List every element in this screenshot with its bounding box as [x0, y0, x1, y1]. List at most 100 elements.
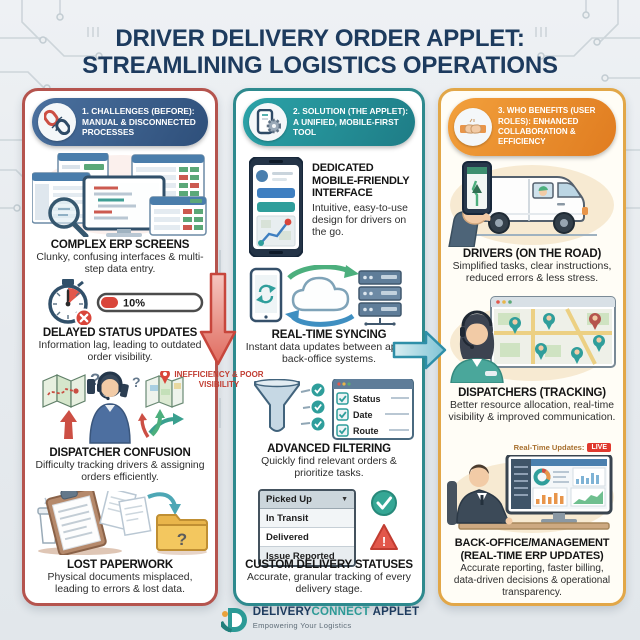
erp-body: Clunky, confusing interfaces & multi-ste… — [36, 252, 204, 276]
progress-label: 10% — [123, 298, 145, 310]
advanced-filtering-illustration: Status Date Route — [254, 379, 414, 440]
stopwatch-illustration: 10% — [48, 279, 204, 325]
backoffice-body: Accurate reporting, faster billing, data… — [453, 563, 611, 598]
dispatcher-tracking-illustration — [450, 296, 616, 383]
filtering-body: Quickly find relevant orders & prioritiz… — [261, 456, 397, 480]
status-option-delivered: Delivered — [260, 528, 354, 547]
statuses-body: Accurate, granular tracking of every del… — [246, 572, 412, 596]
footer-brand: DELIVERYCONNECT APPLET Empowering Your L… — [0, 606, 640, 634]
page-title-line2: STREAMLINING LOGISTICS OPERATIONS — [82, 51, 558, 79]
lost-paperwork-illustration: ? — [37, 491, 208, 555]
svg-text:?: ? — [132, 374, 141, 390]
clipboard-icon — [45, 491, 107, 555]
delays-body: Information lag, leading to outdated ord… — [38, 340, 202, 364]
dispatchers-caption: DISPATCHERS (TRACKING) Better resource a… — [448, 387, 616, 425]
mobile-caption: DEDICATED MOBILE-FRIENDLY INTERFACE Intu… — [312, 162, 416, 240]
delays-caption: DELAYED STATUS UPDATES Information lag, … — [32, 327, 208, 365]
erp-heading: COMPLEX ERP SCREENS — [50, 239, 190, 251]
realtime-sync-illustration — [249, 265, 402, 327]
dispatcher-agent-figure — [450, 310, 504, 383]
paperwork-heading: LOST PAPERWORK — [66, 559, 174, 571]
sync-caption: REAL-TIME SYNCING Instant data updates b… — [243, 329, 415, 367]
page-title-line1: DRIVER DELIVERY ORDER APPLET: — [115, 25, 525, 52]
manager-figure — [456, 464, 513, 525]
server-icon — [358, 270, 402, 326]
drivers-body: Simplified tasks, clear instructions, re… — [452, 261, 612, 285]
status-result-icons: ! — [370, 490, 398, 550]
sync-body: Instant data updates between app & back-… — [245, 342, 413, 366]
dispatcher-confusion-illustration: ? ? — [42, 371, 184, 444]
dispatchers-body: Better resource allocation, real-time vi… — [448, 400, 616, 424]
broken-chain-icon — [38, 103, 76, 141]
brand-tagline: Empowering Your Logistics — [252, 620, 352, 630]
erp-dashboard-monitor — [505, 455, 613, 523]
filter-panel: Status Date Route — [332, 379, 414, 440]
mobile-heading: DEDICATED MOBILE-FRIENDLY INTERFACE — [312, 162, 410, 200]
solution-header-pill: 2. SOLUTION (THE APPLET): A UNIFIED, MOB… — [243, 98, 415, 146]
driver-pin-icons — [509, 313, 605, 364]
success-check-icon — [371, 490, 397, 516]
error-badge-icon — [74, 308, 94, 325]
brand-logo-icon — [220, 608, 247, 633]
inefficiency-down-arrow — [199, 272, 237, 366]
delivery-van — [467, 176, 597, 236]
sync-heading: REAL-TIME SYNCING — [271, 329, 387, 341]
drivers-heading: DRIVERS (ON THE ROAD) — [462, 248, 602, 260]
dispatcher-figure — [87, 371, 131, 444]
mobile-app-illustration — [249, 157, 303, 257]
hand-with-phone — [448, 161, 492, 247]
live-badge: LIVE — [587, 443, 611, 452]
filtering-caption: ADVANCED FILTERING Quickly find relevant… — [243, 443, 415, 481]
mystery-folder-icon: ? — [156, 514, 208, 551]
paperwork-body: Physical documents misplaced, leading to… — [47, 572, 193, 596]
filter-option-route: Route — [353, 426, 379, 436]
mobile-body: Intuitive, easy-to-use design for driver… — [312, 202, 408, 239]
filtering-heading: ADVANCED FILTERING — [267, 443, 391, 455]
dispatcher-body: Difficulty tracking drivers & assigning … — [35, 460, 205, 484]
dispatcher-heading: DISPATCHER CONFUSION — [49, 447, 191, 459]
backoffice-illustration — [447, 455, 614, 533]
challenges-header-pill: 1. CHALLENGES (BEFORE): MANUAL & DISCONN… — [32, 98, 208, 146]
erp-screens-illustration — [32, 153, 207, 237]
brand-name: DELIVERYCONNECT APPLET — [252, 606, 420, 618]
solution-header-label: 2. SOLUTION (THE APPLET): A UNIFIED, MOB… — [293, 105, 409, 138]
backoffice-heading: BACK-OFFICE/MANAGEMENT (REAL-TIME ERP UP… — [454, 537, 610, 562]
svg-text:?: ? — [177, 530, 187, 549]
svg-text:!: ! — [382, 534, 386, 549]
status-dropdown: Picked Up ▼ In Transit Delivered Issue R… — [258, 489, 356, 567]
svg-text:?: ? — [90, 371, 100, 389]
live-updates-label: Real-Time Updates: — [513, 443, 585, 452]
funnel-icon — [254, 379, 300, 432]
check-bullet-icons — [311, 383, 325, 431]
statuses-caption: CUSTOM DELIVERY STATUSES Accurate, granu… — [243, 559, 415, 597]
paperwork-caption: LOST PAPERWORK Physical documents mispla… — [32, 559, 208, 597]
magnifier-icon — [48, 197, 89, 237]
warning-triangle-icon: ! — [370, 524, 398, 550]
challenges-header-label: 1. CHALLENGES (BEFORE): MANUAL & DISCONN… — [82, 105, 196, 138]
status-option-issue-reported: Issue Reported — [260, 547, 354, 565]
driver-van-illustration — [448, 161, 614, 247]
live-updates-row: Real-Time Updates: LIVE — [514, 443, 611, 452]
backoffice-caption: BACK-OFFICE/MANAGEMENT (REAL-TIME ERP UP… — [448, 537, 616, 599]
tracking-map-window — [490, 296, 616, 368]
erp-caption: COMPLEX ERP SCREENS Clunky, confusing in… — [32, 239, 208, 277]
delays-heading: DELAYED STATUS UPDATES — [42, 327, 198, 339]
benefits-header-pill: 3. WHO BENEFITS (USER ROLES): ENHANCED C… — [448, 98, 616, 156]
office-chair — [447, 481, 457, 525]
handshake-icon — [454, 108, 492, 146]
mobile-gear-icon — [249, 103, 287, 141]
benefits-right-arrow — [392, 330, 447, 370]
dispatcher-caption: DISPATCHER CONFUSION Difficulty tracking… — [32, 447, 208, 485]
chevron-down-icon: ▼ — [341, 496, 348, 503]
benefits-header-label: 3. WHO BENEFITS (USER ROLES): ENHANCED C… — [498, 106, 596, 147]
drivers-caption: DRIVERS (ON THE ROAD) Simplified tasks, … — [448, 248, 616, 286]
column-challenges: 1. CHALLENGES (BEFORE): MANUAL & DISCONN… — [22, 88, 218, 606]
cloud-icon — [291, 276, 350, 312]
column-benefits: 3. WHO BENEFITS (USER ROLES): ENHANCED C… — [438, 88, 626, 606]
filter-option-status: Status — [353, 394, 381, 404]
filter-option-date: Date — [353, 410, 373, 420]
map-pin-icon — [160, 371, 170, 384]
statuses-heading: CUSTOM DELIVERY STATUSES — [245, 559, 413, 571]
page-title: DRIVER DELIVERY ORDER APPLET: STREAMLINI… — [0, 25, 640, 80]
